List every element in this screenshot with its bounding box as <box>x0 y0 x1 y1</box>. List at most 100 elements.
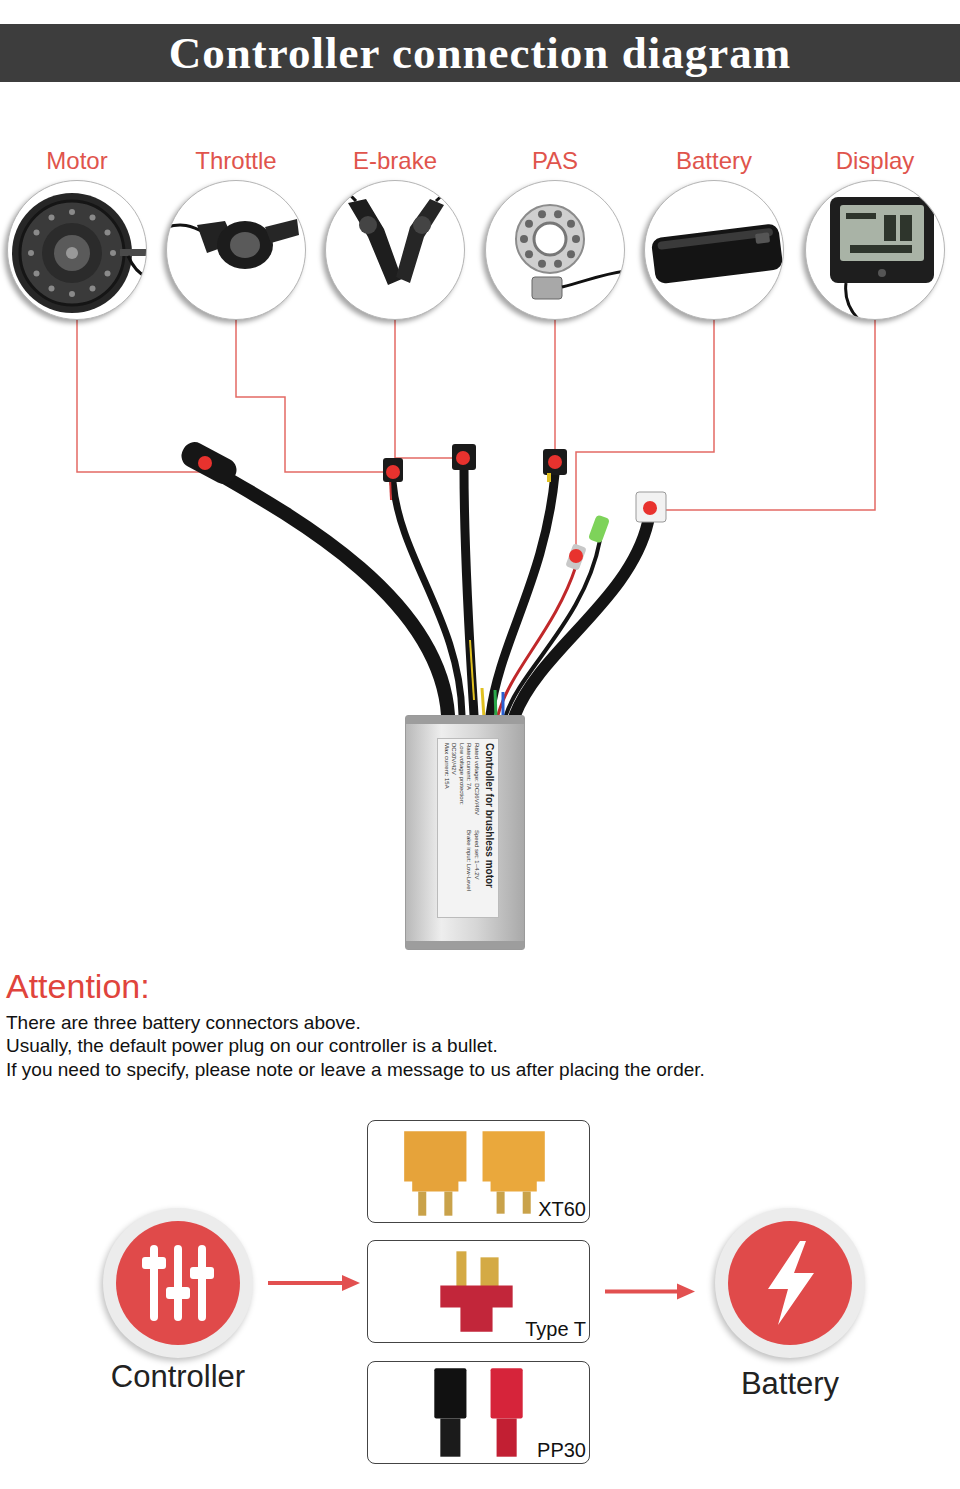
circle-shape <box>20 201 124 305</box>
plug-dot <box>569 549 583 563</box>
spec-text: Brake input: Low-Level <box>465 830 473 913</box>
device-circle: E-brake <box>315 146 475 326</box>
icon-art <box>116 1221 240 1345</box>
path-shape <box>396 199 444 283</box>
icon-art <box>645 181 784 320</box>
arrow-line <box>605 1290 679 1294</box>
device-circle-outline <box>805 180 945 320</box>
circle-shape <box>49 215 55 221</box>
circle-shape <box>54 235 90 271</box>
bullet-plug <box>565 543 586 570</box>
circle-shape <box>12 193 132 313</box>
rect-shape <box>444 1192 452 1216</box>
icon-ring <box>715 1208 865 1358</box>
spec-text: Rated voltage: DC36V/48V <box>473 743 481 826</box>
rect-shape <box>900 215 912 241</box>
circle-shape <box>525 220 533 228</box>
circle-shape <box>572 235 580 243</box>
icon-label: Battery <box>680 1367 900 1401</box>
device-circle: Motor <box>0 146 157 326</box>
icon-art <box>728 1221 852 1345</box>
device-label: Motor <box>0 146 157 176</box>
controller-title: Controller for brushless motor <box>483 743 495 913</box>
rect-shape <box>491 1368 523 1418</box>
circle-shape <box>90 286 96 292</box>
device-label: Battery <box>634 146 794 176</box>
path-shape <box>326 188 356 201</box>
wire-tail <box>482 688 484 718</box>
device-circle-outline <box>7 180 147 320</box>
throttle-plug <box>383 458 403 482</box>
device-circle: Battery <box>634 146 794 326</box>
circle-shape <box>413 216 431 234</box>
circle-shape <box>567 220 575 228</box>
spec-label: Controller for brushless motorRated volt… <box>437 738 499 918</box>
rect-shape <box>657 228 773 250</box>
spec-text: Low voltage protection: DC30V/42V <box>450 743 465 826</box>
path-shape <box>348 199 402 285</box>
rect-shape <box>523 1192 531 1214</box>
line-shape <box>198 1249 206 1317</box>
ellipse-shape <box>217 221 273 269</box>
rect-shape <box>840 205 924 261</box>
plug-dot <box>198 456 212 470</box>
device-circle-outline <box>325 180 465 320</box>
icon-art <box>8 181 147 320</box>
circle-shape <box>28 250 34 256</box>
spec-text: Max current: 15A <box>443 743 451 826</box>
icon-ring <box>103 1208 253 1358</box>
rect-shape <box>481 1257 499 1289</box>
circle-shape <box>538 260 546 268</box>
connector <box>395 320 474 715</box>
icon-art <box>326 181 465 320</box>
arrow-head <box>342 1275 360 1291</box>
plug-dot <box>548 455 562 469</box>
connector-name: XT60 <box>538 1197 586 1221</box>
rect-shape <box>120 249 147 256</box>
path-shape <box>404 1131 466 1191</box>
rect-shape <box>651 223 784 284</box>
attention-heading: Attention: <box>6 966 150 1006</box>
connector <box>605 1284 695 1300</box>
circle-shape <box>105 271 111 277</box>
device-label: E-brake <box>315 146 475 176</box>
connector <box>268 1275 360 1291</box>
circle-shape <box>42 223 102 283</box>
circle-shape <box>525 250 533 258</box>
title-text: Controller connection diagram <box>0 24 960 82</box>
brake-plug <box>452 444 476 470</box>
circle-shape <box>534 223 566 255</box>
icon-disc <box>728 1221 852 1345</box>
device-label: Throttle <box>156 146 316 176</box>
rect-shape <box>846 213 876 219</box>
rect-shape <box>532 277 562 299</box>
connector <box>236 320 462 715</box>
path-shape <box>265 219 299 243</box>
icon-art <box>486 181 625 320</box>
path-shape <box>846 283 860 320</box>
rect-shape <box>418 1192 426 1216</box>
device-circle: PAS <box>475 146 635 326</box>
circle-shape <box>90 215 96 221</box>
rect-shape <box>830 197 934 283</box>
rect-shape <box>850 245 912 253</box>
path-shape <box>128 256 147 277</box>
path-shape <box>768 1241 814 1325</box>
arrow-head <box>677 1284 695 1300</box>
circle-shape <box>359 216 377 234</box>
rect-shape <box>434 1368 466 1418</box>
note-text: Usually, the default power plug on our c… <box>6 1035 498 1057</box>
path-shape <box>483 1131 545 1191</box>
path-shape <box>562 271 625 287</box>
rect-shape <box>190 1267 214 1279</box>
circle-shape <box>34 271 40 277</box>
cable <box>490 474 555 715</box>
path-shape <box>436 192 465 201</box>
connector-name: Type T <box>525 1317 586 1341</box>
cable <box>515 522 648 715</box>
icon-label: Controller <box>68 1360 288 1394</box>
device-label: Display <box>795 146 955 176</box>
motor-plug <box>177 438 240 488</box>
device-label: PAS <box>475 146 635 176</box>
